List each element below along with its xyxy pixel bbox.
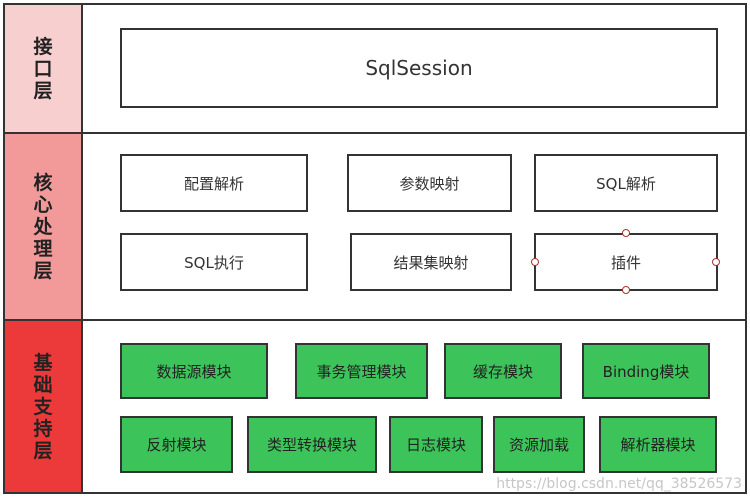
param-mapping-label: 参数映射 — [399, 174, 460, 193]
resultset-mapping-label: 结果集映射 — [393, 253, 469, 272]
logging-module-box[interactable]: 日志模块 — [389, 416, 483, 473]
param-mapping-box[interactable]: 参数映射 — [347, 154, 512, 212]
plugin-handle-right[interactable] — [712, 258, 720, 266]
sql-parse-label: SQL解析 — [596, 174, 656, 193]
sql-exec-box[interactable]: SQL执行 — [120, 233, 308, 291]
binding-module-label: Binding模块 — [602, 362, 690, 381]
sql-parse-box[interactable]: SQL解析 — [534, 154, 718, 212]
sqlsession-label: SqlSession — [365, 56, 473, 80]
parser-module-label: 解析器模块 — [620, 436, 696, 454]
config-parse-box[interactable]: 配置解析 — [120, 154, 308, 212]
logging-module-label: 日志模块 — [405, 436, 466, 454]
resultset-mapping-box[interactable]: 结果集映射 — [350, 233, 512, 291]
support-layer-panel — [81, 319, 747, 494]
plugin-handle-bottom[interactable] — [622, 286, 630, 294]
plugin-handle-left[interactable] — [531, 258, 539, 266]
support-layer-label: 基础支持层 — [3, 319, 83, 494]
interface-layer-label: 接口层 — [3, 3, 83, 134]
type-conversion-module-box[interactable]: 类型转换模块 — [247, 416, 377, 473]
watermark: https://blog.csdn.net/qq_38526573 — [496, 476, 742, 492]
plugin-label: 插件 — [610, 253, 641, 272]
core-layer-label: 核心处理层 — [3, 132, 83, 321]
parser-module-box[interactable]: 解析器模块 — [599, 416, 717, 473]
cache-module-label: 缓存模块 — [472, 362, 533, 381]
type-conversion-module-label: 类型转换模块 — [266, 436, 357, 454]
plugin-box[interactable]: 插件 — [534, 233, 718, 291]
interface-layer-label-text: 接口层 — [33, 35, 53, 102]
datasource-module-box[interactable]: 数据源模块 — [120, 343, 268, 399]
support-layer-label-text: 基础支持层 — [33, 351, 53, 462]
plugin-handle-top[interactable] — [622, 229, 630, 237]
reflection-module-box[interactable]: 反射模块 — [120, 416, 233, 473]
transaction-module-box[interactable]: 事务管理模块 — [295, 343, 428, 399]
sqlsession-box[interactable]: SqlSession — [120, 28, 718, 108]
core-layer-label-text: 核心处理层 — [33, 171, 53, 282]
resource-loading-label: 资源加载 — [508, 436, 569, 454]
cache-module-box[interactable]: 缓存模块 — [444, 343, 562, 399]
reflection-module-label: 反射模块 — [146, 436, 207, 454]
datasource-module-label: 数据源模块 — [156, 362, 232, 381]
transaction-module-label: 事务管理模块 — [316, 362, 407, 381]
resource-loading-box[interactable]: 资源加载 — [493, 416, 585, 473]
sql-exec-label: SQL执行 — [184, 253, 244, 272]
config-parse-label: 配置解析 — [183, 174, 244, 193]
binding-module-box[interactable]: Binding模块 — [582, 343, 710, 399]
